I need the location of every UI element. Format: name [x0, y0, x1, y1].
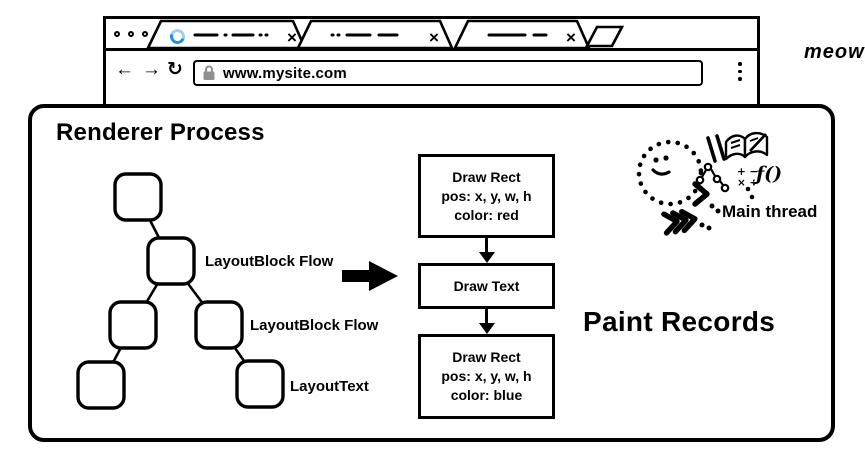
- record-line: pos: x, y, w, h: [441, 187, 532, 204]
- paint-records-title: Paint Records: [583, 306, 776, 337]
- pencils-icon: [706, 134, 726, 163]
- function-symbol: ƒ(): [752, 163, 782, 185]
- dotted-blob: [636, 139, 704, 207]
- browser-window: × × × meow ← → ↻ www.mysite.com: [103, 16, 864, 112]
- back-icon[interactable]: ←: [115, 59, 134, 80]
- flow-arrow-icon: [342, 261, 398, 291]
- lock-icon: [203, 65, 215, 80]
- tree-node-block-1: [146, 236, 196, 286]
- doodle-dot: [715, 208, 721, 214]
- renderer-process-title: Renderer Process: [56, 119, 265, 146]
- chevron-icons: [661, 181, 710, 236]
- window-control-2[interactable]: [128, 31, 134, 37]
- main-thread-doodle: + − × ÷ ƒ(): [636, 131, 782, 236]
- dom-tree-icon: [695, 162, 730, 193]
- layout-tree: [76, 172, 285, 410]
- doodle-dot: [699, 222, 705, 228]
- tree-label-layouttext: LayoutText: [290, 378, 369, 395]
- tree-node-text-leaf: [235, 359, 285, 409]
- open-book-icon: [724, 131, 769, 161]
- record-line: pos: x, y, w, h: [441, 368, 532, 384]
- tree-node-block-2: [194, 300, 244, 350]
- record-line: Draw Text: [453, 277, 520, 294]
- paint-record-rect-blue: Draw Rect pos: x, y, w, h color: blue: [418, 334, 555, 419]
- tree-label-layoutblock-2: LayoutBlock Flow: [250, 317, 379, 334]
- menu-kebab-icon[interactable]: [738, 62, 742, 81]
- math-symbols-row2: × ÷: [737, 177, 758, 189]
- record-line: Draw Rect: [452, 168, 521, 185]
- record-line: color: red: [454, 206, 519, 223]
- window-control-1[interactable]: [114, 31, 120, 37]
- tree-node-child-left: [108, 300, 158, 350]
- paint-record-rect-red: Draw Rect pos: x, y, w, h color: red: [418, 154, 555, 238]
- smiley-face-icon: [651, 155, 671, 176]
- paint-records-flow: Draw Rect pos: x, y, w, h color: red Dra…: [418, 154, 555, 419]
- close-tab-2-icon[interactable]: ×: [429, 28, 439, 47]
- paint-record-text: Draw Text: [418, 263, 555, 309]
- reload-icon[interactable]: ↻: [167, 59, 183, 80]
- tree-edges: [99, 196, 262, 386]
- address-bar[interactable]: www.mysite.com: [193, 60, 703, 86]
- main-thread-label: Main thread: [722, 202, 818, 221]
- doodle-dot: [749, 194, 755, 200]
- tree-node-leaf-left: [76, 360, 126, 410]
- down-arrow-icon: [418, 238, 555, 263]
- doodle-dot: [745, 186, 751, 192]
- forward-icon[interactable]: →: [142, 59, 161, 80]
- tab-strip: [106, 19, 757, 51]
- window-control-3[interactable]: [142, 31, 148, 37]
- down-arrow-icon: [418, 309, 555, 334]
- browser-logo: meow: [804, 41, 865, 63]
- doodle-dot: [706, 225, 712, 231]
- record-line: Draw Rect: [452, 349, 521, 365]
- tab-2[interactable]: [296, 19, 454, 48]
- tree-label-layoutblock-1: LayoutBlock Flow: [205, 253, 334, 270]
- doodle-dot: [709, 203, 715, 209]
- close-tab-1-icon[interactable]: ×: [287, 28, 297, 47]
- tab-strip-art: [146, 19, 625, 48]
- tree-node-root: [113, 172, 163, 222]
- url-text: www.mysite.com: [223, 64, 347, 82]
- close-tab-3-icon[interactable]: ×: [566, 28, 576, 47]
- record-line: color: blue: [450, 387, 523, 403]
- math-symbols-row1: + −: [737, 166, 758, 178]
- new-tab-button[interactable]: [584, 25, 625, 48]
